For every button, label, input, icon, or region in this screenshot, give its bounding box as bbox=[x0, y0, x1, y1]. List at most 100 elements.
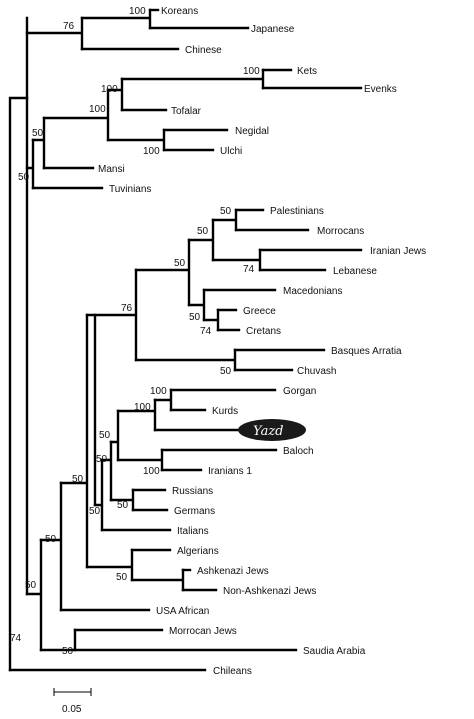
bootstrap-root-lower-extra: 50 bbox=[25, 580, 37, 591]
taxon-label-italians: Italians bbox=[177, 526, 209, 537]
bootstrap-iranian-group: 50 bbox=[96, 454, 108, 465]
bootstrap-russians-germans: 50 bbox=[117, 500, 129, 511]
branch-siberian-mansi bbox=[31, 116, 46, 170]
branch-algerian-jewish-stem bbox=[39, 481, 63, 612]
bootstrap-baloch-iranians1: 100 bbox=[143, 466, 160, 477]
branch-root-lower bbox=[8, 96, 29, 672]
bootstrap-greece-cretans: 74 bbox=[200, 326, 212, 337]
branch-mediterranean bbox=[134, 238, 191, 307]
taxon-label-russians: Russians bbox=[172, 486, 213, 497]
branch-kets-evenks bbox=[120, 68, 265, 90]
branch-siberian-tuvinians bbox=[25, 138, 35, 190]
bootstrap-east-asian: 76 bbox=[63, 21, 75, 32]
taxon-label-iranian-jews: Iranian Jews bbox=[370, 246, 426, 257]
taxon-label-germans: Germans bbox=[174, 506, 215, 517]
branch-palestinians-morrocans bbox=[211, 208, 238, 232]
branch-algerian-jewish bbox=[85, 548, 134, 582]
taxon-label-koreans: Koreans bbox=[161, 6, 198, 17]
branch-levant bbox=[187, 218, 215, 262]
branch-west-eurasian bbox=[85, 313, 97, 507]
branch-usa-african-node bbox=[25, 538, 43, 652]
taxon-label-morrocans: Morrocans bbox=[317, 226, 364, 237]
taxon-label-baloch: Baloch bbox=[283, 446, 314, 457]
branch-iranianjews-lebanese bbox=[211, 248, 262, 272]
branch-gorgan-kurds bbox=[153, 388, 173, 412]
taxon-labels: Koreans Japanese Chinese Kets Evenks Tof… bbox=[98, 6, 426, 677]
bootstrap-values: 100 76 100 100 100 100 50 50 50 50 50 74… bbox=[10, 6, 260, 657]
branch-siberian bbox=[42, 88, 110, 142]
bootstrap-basques-chuvash: 50 bbox=[220, 366, 232, 377]
bootstrap-siberian: 100 bbox=[89, 104, 106, 115]
branch-eurasian-core bbox=[93, 458, 104, 532]
scale-bar: 0.05 bbox=[53, 688, 92, 715]
taxon-label-morrocan-jews: Morrocan Jews bbox=[169, 626, 237, 637]
bootstrap-negidal-ulchi: 100 bbox=[143, 146, 160, 157]
bootstrap-usa-african-node: 50 bbox=[45, 534, 57, 545]
taxon-label-non-ashkenazi-jews: Non-Ashkenazi Jews bbox=[223, 586, 316, 597]
branch-russians-germans bbox=[109, 488, 135, 512]
branch-iranian-core bbox=[116, 398, 157, 432]
yazd-highlight-oval bbox=[238, 419, 306, 441]
branch-eurasian-stem bbox=[59, 313, 89, 569]
taxon-label-palestinians: Palestinians bbox=[270, 206, 324, 217]
branch-baloch-iranians1 bbox=[116, 448, 164, 472]
branch-kets-evenks-tofalar bbox=[106, 77, 124, 112]
bootstrap-kets-evenks: 100 bbox=[243, 66, 260, 77]
taxon-label-basques-arratia: Basques Arratia bbox=[331, 346, 402, 357]
taxon-label-ashkenazi-jews: Ashkenazi Jews bbox=[197, 566, 269, 577]
bootstrap-iranianjews-lebanese: 74 bbox=[243, 264, 255, 275]
taxon-label-lebanese: Lebanese bbox=[333, 266, 377, 277]
branch-basques-chuvash bbox=[134, 348, 237, 372]
branch-iranian-baloch bbox=[109, 409, 120, 462]
taxon-label-chuvash: Chuvash bbox=[297, 366, 336, 377]
bootstrap-kets-evenks-tofalar: 100 bbox=[101, 84, 118, 95]
bootstrap-gorgan-kurds: 100 bbox=[150, 386, 167, 397]
bootstrap-palestinians-morrocans: 50 bbox=[220, 206, 232, 217]
taxon-label-tofalar: Tofalar bbox=[171, 106, 202, 117]
taxon-label-saudia-arabia: Saudia Arabia bbox=[303, 646, 366, 657]
branch-east-asian bbox=[25, 16, 84, 51]
bootstrap-balkan: 50 bbox=[189, 312, 201, 323]
taxon-label-cretans: Cretans bbox=[246, 326, 281, 337]
taxon-label-kets: Kets bbox=[297, 66, 317, 77]
taxon-label-gorgan: Gorgan bbox=[283, 386, 316, 397]
branch-iranian-group bbox=[100, 440, 113, 502]
taxon-label-yazd: Yazd bbox=[253, 424, 284, 439]
taxon-label-iranians-1: Iranians 1 bbox=[208, 466, 252, 477]
taxon-label-macedonians: Macedonians bbox=[283, 286, 342, 297]
taxon-label-algerians: Algerians bbox=[177, 546, 219, 557]
scale-bar-label: 0.05 bbox=[62, 704, 82, 715]
taxon-label-chinese: Chinese bbox=[185, 45, 222, 56]
bootstrap-mediterranean: 50 bbox=[174, 258, 186, 269]
tree-branches bbox=[8, 8, 363, 672]
bootstrap-iranian-core: 100 bbox=[134, 402, 151, 413]
taxon-label-kurds: Kurds bbox=[212, 406, 238, 417]
taxon-label-ulchi: Ulchi bbox=[220, 146, 242, 157]
branch-negidal-ulchi bbox=[106, 128, 166, 152]
taxon-label-negidal: Negidal bbox=[235, 126, 269, 137]
branch-greece-cretans bbox=[202, 308, 220, 332]
bootstrap-west-eurasian: 76 bbox=[121, 303, 133, 314]
bootstrap-levant: 50 bbox=[197, 226, 209, 237]
bootstrap-siberian-tuvinians: 50 bbox=[18, 172, 30, 183]
bootstrap-eurasian-core: 50 bbox=[89, 506, 101, 517]
taxon-label-mansi: Mansi bbox=[98, 164, 125, 175]
taxon-label-japanese: Japanese bbox=[251, 24, 295, 35]
taxon-label-evenks: Evenks bbox=[364, 84, 397, 95]
taxon-label-chileans: Chileans bbox=[213, 666, 252, 677]
bootstrap-jewish-pair: 50 bbox=[116, 572, 128, 583]
branch-balkan bbox=[187, 288, 206, 322]
branch-west-eurasian-inner bbox=[93, 268, 138, 362]
bootstrap-morrocanjews-saudi: 50 bbox=[62, 646, 74, 657]
scale-bar-line bbox=[53, 688, 92, 696]
branch-koreans-japanese bbox=[80, 8, 152, 30]
bootstrap-siberian-mansi: 50 bbox=[32, 128, 44, 139]
bootstrap-algerian-jewish: 50 bbox=[72, 474, 84, 485]
bootstrap-iranian-baloch: 50 bbox=[99, 430, 111, 441]
taxon-label-greece: Greece bbox=[243, 306, 276, 317]
taxon-label-tuvinians: Tuvinians bbox=[109, 184, 151, 195]
bootstrap-root-chileans: 74 bbox=[10, 633, 22, 644]
bootstrap-koreans-japanese: 100 bbox=[129, 6, 146, 17]
taxon-label-usa-african: USA African bbox=[156, 606, 209, 617]
